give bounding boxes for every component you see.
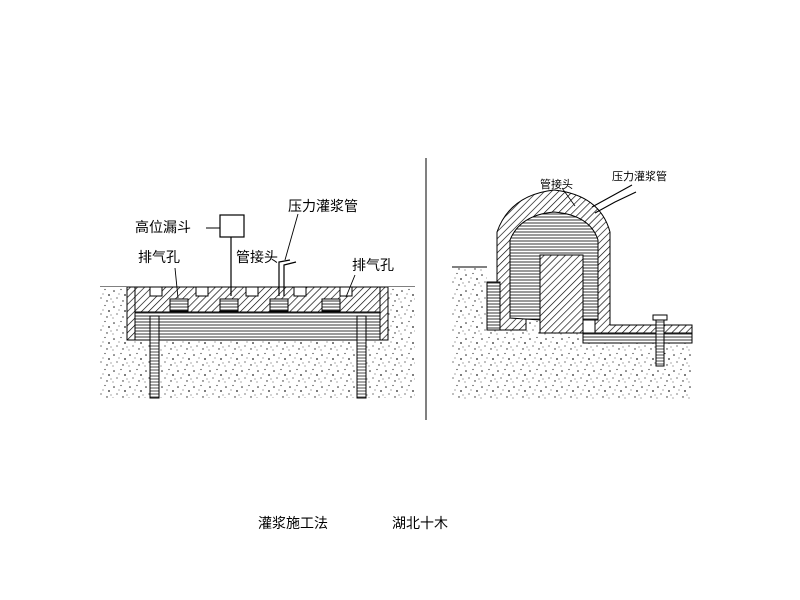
left-grout-column (486, 281, 501, 331)
vent-label-right: 排气孔 (352, 258, 394, 274)
vent-leader-right (345, 274, 356, 298)
side-wall-left (126, 286, 136, 341)
right-joint-leader (561, 187, 576, 207)
pressure-pipe-label: 压力灌浆管 (288, 199, 358, 215)
cap-pocket (321, 298, 341, 312)
caption-org: 湖北十木 (392, 516, 448, 532)
right-grout-pipe (591, 184, 633, 208)
anchor-bolt (655, 317, 665, 367)
funnel-label: 高位漏斗 (135, 219, 191, 236)
high-funnel-box (219, 214, 245, 238)
anchor-pile-right (356, 315, 367, 399)
crenellated-cap (134, 286, 381, 313)
concrete-ground-left (100, 287, 415, 398)
cap-pocket (269, 298, 289, 312)
vent-leader-left (174, 267, 179, 299)
vent-label-left: 排气孔 (138, 250, 180, 266)
pressure-grout-pipe (283, 261, 297, 296)
right-grout-pipe (594, 191, 637, 214)
right-diagram: 管接头 压力灌浆管 (452, 169, 693, 400)
grout-fill-arch (509, 211, 599, 321)
joint-label: 管接头 (236, 249, 278, 266)
right-pressure-pipe-label: 压力灌浆管 (612, 169, 667, 183)
anchor-pile-left (149, 315, 160, 399)
cap-pocket (169, 298, 189, 312)
grout-layer-slab (134, 311, 381, 341)
grout-base-strip (582, 332, 693, 344)
cap-pocket (219, 298, 239, 312)
side-wall-right (379, 286, 389, 341)
right-joint-label: 管接头 (540, 177, 573, 191)
anchor-bolt-head (652, 314, 668, 321)
pressure-pipe-leader (284, 213, 299, 261)
caption-title: 灌浆施工法 (258, 516, 328, 532)
left-diagram: 高位漏斗 压力灌浆管 管接头 排气孔 排气孔 (100, 199, 415, 399)
pressure-grout-pipe (278, 259, 291, 296)
